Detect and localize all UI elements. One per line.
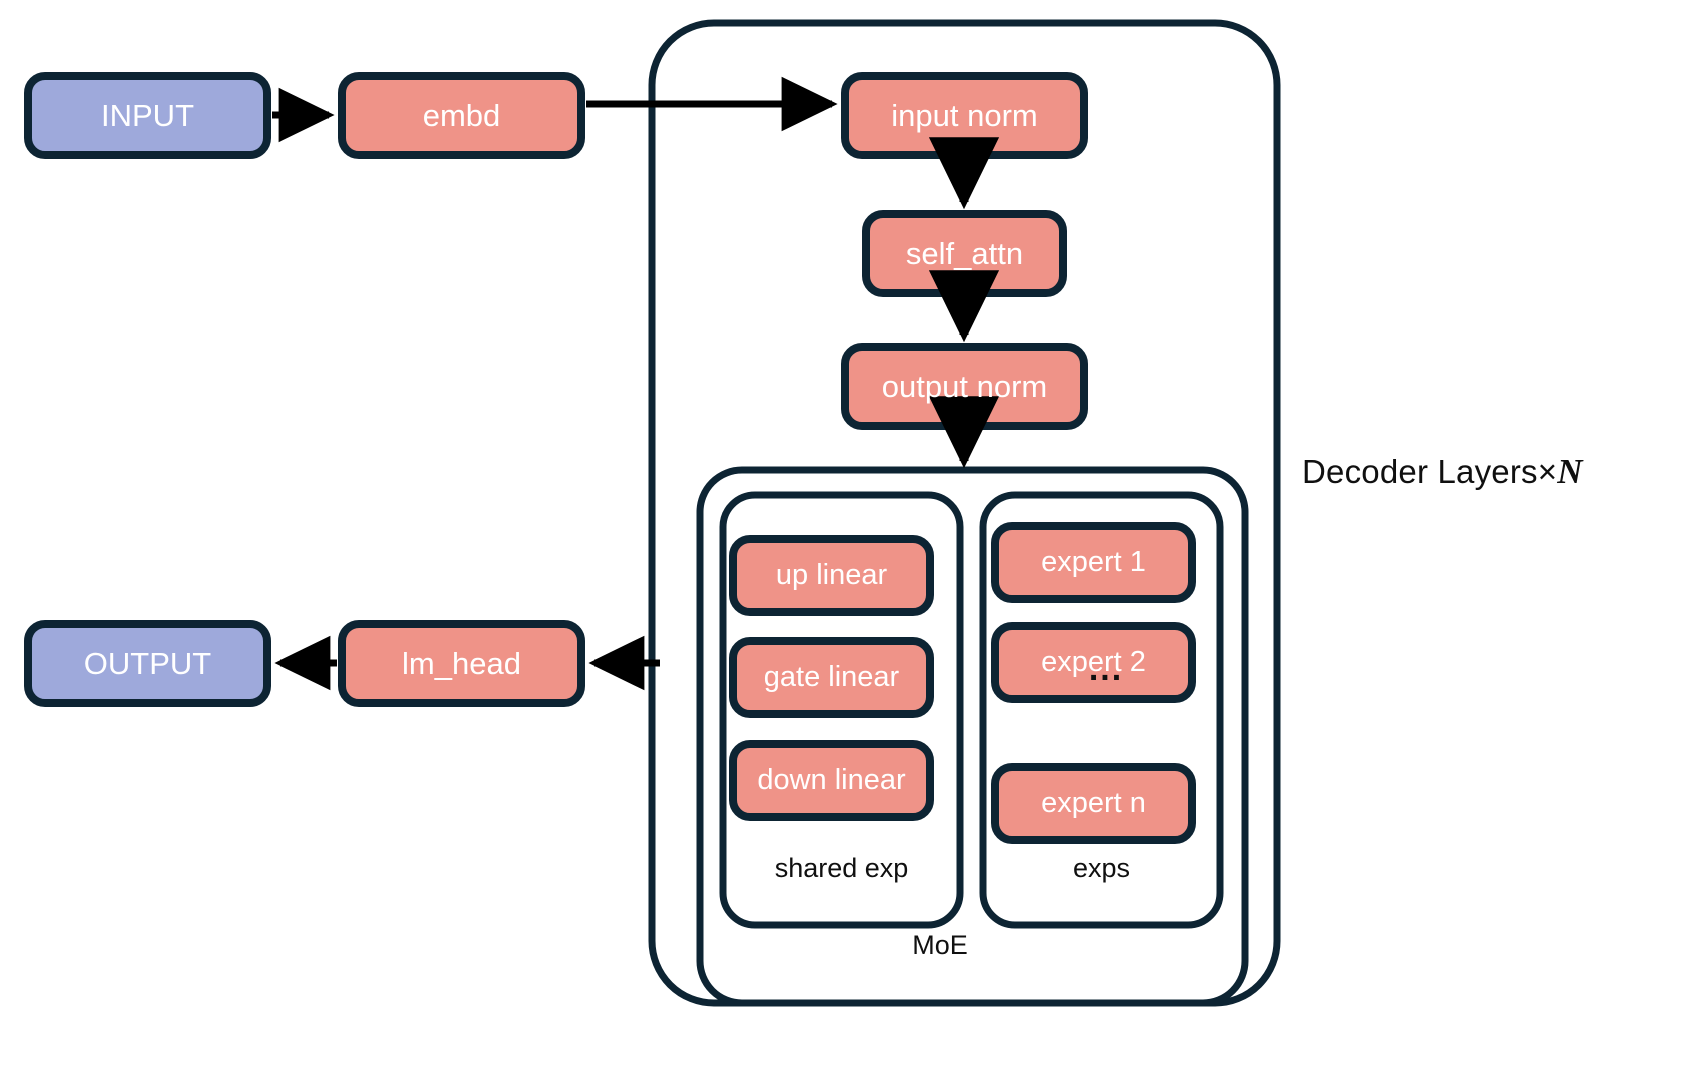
- expert-1-box[interactable]: [991, 522, 1196, 603]
- output-norm-box[interactable]: [841, 343, 1088, 430]
- exps-group-label: exps: [1072, 852, 1131, 883]
- exps-container: [979, 491, 1224, 929]
- decoder-layers-label-var: N: [1557, 452, 1583, 491]
- expert-n-box[interactable]: [991, 763, 1196, 844]
- moe-group-label: MoE: [912, 929, 968, 960]
- expert-2-box[interactable]: [991, 622, 1196, 703]
- down-linear-box[interactable]: [729, 740, 934, 821]
- up-linear-box[interactable]: [729, 535, 934, 616]
- input-norm-box[interactable]: [841, 72, 1088, 159]
- moe-container: [696, 466, 1249, 1007]
- embd-box[interactable]: [338, 72, 585, 159]
- self-attn-box[interactable]: [862, 210, 1067, 297]
- decoder-layers-label: Decoder Layers×N: [1302, 452, 1583, 492]
- expert-ellipsis-label: ...: [1088, 650, 1124, 688]
- gate-linear-box[interactable]: [729, 637, 934, 718]
- output-box[interactable]: [24, 620, 271, 707]
- shared-exp-container: [719, 491, 964, 929]
- decoder-layers-label-prefix: Decoder Layers×: [1302, 453, 1558, 490]
- input-box[interactable]: [24, 72, 271, 159]
- shared-exp-group-label: shared exp: [774, 852, 909, 883]
- lm-head-box[interactable]: [338, 620, 585, 707]
